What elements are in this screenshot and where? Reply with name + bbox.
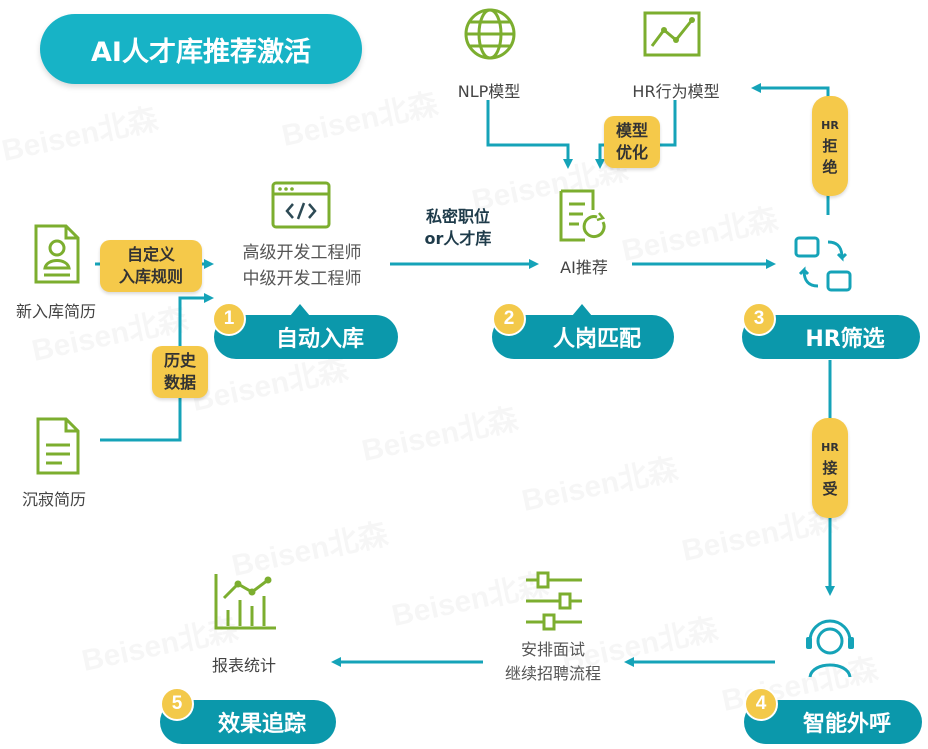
role-senior: 高级开发工程师: [242, 243, 362, 263]
arrow-nlp: [486, 100, 573, 169]
bar-chart-icon: [212, 572, 278, 630]
stage-number: 2: [492, 302, 526, 336]
ai-document-icon: [555, 188, 609, 244]
page-title: AI人才库推荐激活: [40, 14, 362, 84]
stage-number: 4: [744, 687, 778, 721]
model-optimization-tag: 模型优化: [604, 116, 660, 168]
new-resume-label: 新入库简历: [15, 302, 96, 321]
silent-resume-label: 沉寂简历: [21, 490, 86, 509]
history-data-tag: 历史数据: [152, 346, 208, 398]
roles-label: 高级开发工程师 中级开发工程师: [214, 240, 390, 292]
ai-recommend-label: AI推荐: [560, 258, 608, 277]
report-label: 报表统计: [211, 656, 276, 675]
stage-number: 1: [212, 302, 246, 336]
nlp-model-label: NLP模型: [457, 82, 521, 101]
stage-number: 5: [160, 687, 194, 721]
headset-icon: [798, 615, 862, 681]
document-icon: [32, 415, 84, 477]
globe-icon: [462, 6, 518, 62]
role-mid: 中级开发工程师: [242, 269, 362, 289]
resume-icon: [30, 222, 84, 286]
swap-icon: [790, 230, 856, 298]
trend-chart-icon: [642, 10, 702, 58]
schedule-label: 安排面试 继续招聘流程: [504, 640, 601, 683]
stage-job-match: 人岗匹配: [492, 315, 674, 359]
custom-rule-tag: 自定义入库规则: [100, 240, 202, 292]
sliders-icon: [522, 570, 586, 632]
stage-number: 3: [742, 302, 776, 336]
arrow-note: 私密职位 or人才库: [424, 207, 492, 248]
stage-effect-tracking: 效果追踪: [160, 700, 336, 744]
hr-model-label: HR行为模型: [632, 82, 720, 101]
code-window-icon: [270, 180, 332, 232]
